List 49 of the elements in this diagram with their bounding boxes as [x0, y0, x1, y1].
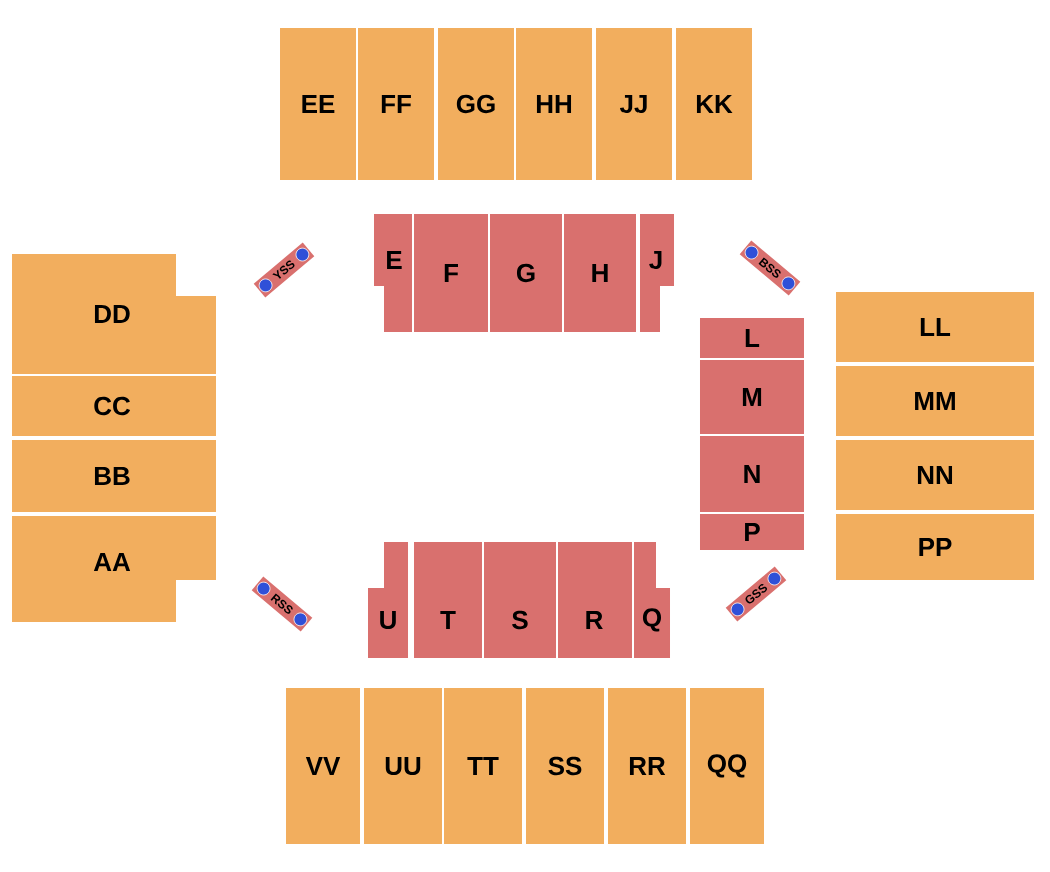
node-label: P — [745, 523, 760, 541]
seating-section: EE — [280, 28, 356, 180]
seating-section: AA — [12, 515, 216, 622]
seating-section: VV — [286, 687, 360, 844]
seating-section: CC — [12, 376, 216, 436]
seating-section: TT — [444, 687, 522, 844]
seating-section: H — [564, 214, 636, 332]
node-label: G — [516, 263, 535, 283]
seating-section: M — [700, 360, 804, 434]
seating-section: J — [640, 214, 674, 332]
seating-section: F — [414, 214, 488, 332]
seating-section: SS — [526, 687, 604, 844]
seating-section: FF — [358, 28, 434, 180]
node-label: F — [444, 264, 458, 282]
seating-section: U — [368, 542, 408, 658]
seating-section: R — [558, 542, 632, 658]
seating-section: JJ — [596, 28, 672, 180]
node-label: H — [592, 264, 608, 282]
seating-section: PP — [836, 513, 1034, 580]
seating-section: QQ — [690, 687, 764, 844]
node-label: GG — [456, 94, 495, 114]
node-label: HH — [536, 95, 572, 113]
seating-section: RR — [608, 687, 686, 844]
node-label: M — [742, 388, 762, 406]
node-label: S — [512, 610, 528, 630]
node-label: EE — [302, 95, 335, 113]
seating-section: G — [490, 214, 562, 332]
seating-section: BB — [12, 440, 216, 512]
node-label: R — [586, 611, 603, 629]
node-label: L — [745, 329, 760, 347]
node-label: T — [440, 611, 456, 629]
node-label: FF — [381, 95, 411, 113]
seating-section: L — [700, 318, 804, 358]
seating-section: LL — [836, 292, 1034, 362]
node-label: TT — [467, 757, 499, 775]
node-label: CC — [94, 396, 131, 416]
seating-section: HH — [516, 28, 592, 180]
seating-section: MM — [836, 366, 1034, 436]
seating-section: GG — [438, 28, 514, 180]
seating-section: UU — [364, 687, 442, 844]
seating-section: Q — [634, 542, 670, 658]
seating-section: NN — [836, 440, 1034, 510]
seating-section: KK — [676, 28, 752, 180]
seating-section: E — [374, 214, 412, 332]
seating-section: S — [484, 542, 556, 658]
node-label: N — [744, 465, 760, 483]
seating-section: P — [700, 513, 804, 550]
seating-section: T — [414, 542, 482, 658]
node-label: UU — [385, 756, 421, 776]
